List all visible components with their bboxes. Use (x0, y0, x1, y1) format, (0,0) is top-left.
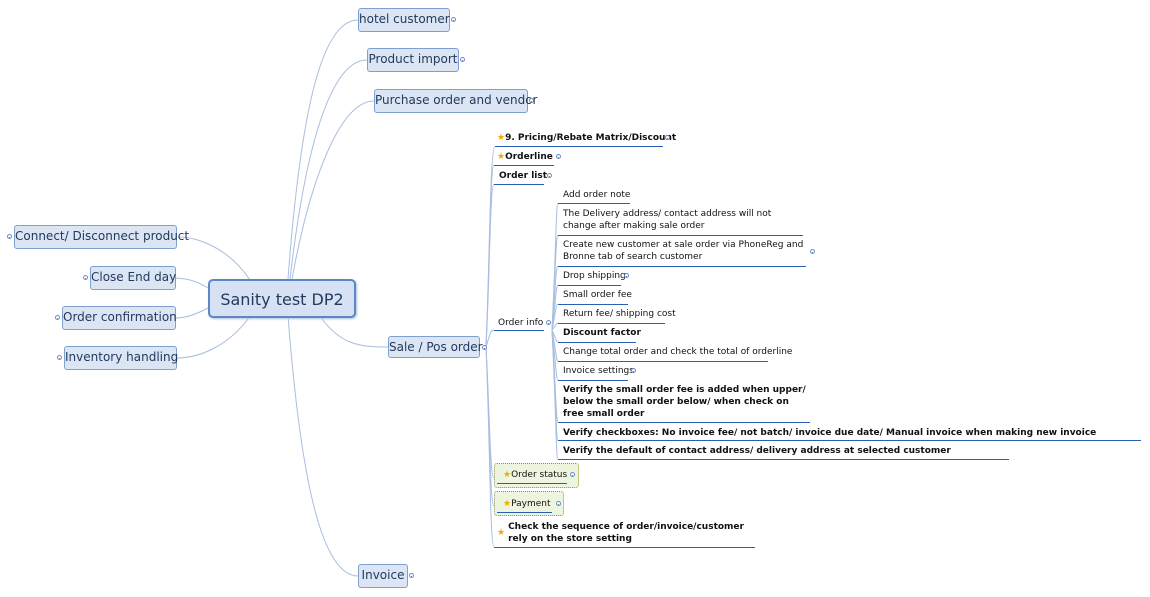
central-topic[interactable]: Sanity test DP2 (208, 279, 356, 318)
underline (558, 323, 665, 324)
subtopic-check-sequence-label: Check the sequence of order/invoice/cust… (508, 522, 744, 544)
star-icon: ★ (503, 499, 512, 509)
order-info-item[interactable]: Small order fee (563, 290, 632, 300)
underline (558, 235, 803, 236)
expand-icon[interactable] (57, 355, 62, 360)
order-info-item[interactable]: Add order note (563, 190, 631, 200)
subtopic-orderline-label: Orderline (505, 152, 553, 162)
expand-icon[interactable] (409, 573, 414, 578)
expand-icon[interactable] (529, 98, 534, 103)
expand-icon[interactable] (556, 154, 561, 159)
underline (558, 342, 636, 343)
topic-connect-disconnect[interactable]: Connect/ Disconnect product (14, 225, 189, 249)
order-info-item[interactable]: Drop shipping (563, 271, 626, 281)
topic-close-end-day[interactable]: Close End day (90, 266, 176, 290)
subtopic-order-status[interactable]: ★Order status (494, 463, 579, 488)
expand-icon[interactable] (55, 315, 60, 320)
underline (494, 330, 544, 331)
expand-icon[interactable] (810, 249, 815, 254)
subtopic-order-status-label: Order status (511, 470, 568, 480)
order-info-item[interactable]: Change total order and check the total o… (563, 347, 793, 357)
underline (494, 165, 554, 166)
subtopic-order-list[interactable]: Order list (499, 171, 548, 181)
underline (494, 184, 544, 185)
topic-invoice[interactable]: Invoice (358, 564, 408, 588)
underline (558, 304, 628, 305)
star-icon: ★ (497, 528, 506, 538)
subtopic-orderline[interactable]: ★Orderline (497, 151, 553, 163)
underline (558, 422, 810, 423)
expand-icon[interactable] (83, 275, 88, 280)
subtopic-check-sequence[interactable]: ★Check the sequence of order/invoice/cus… (497, 521, 752, 545)
order-info-item[interactable]: Invoice settings (563, 366, 634, 376)
subtopic-payment-text: ★Payment (503, 498, 550, 510)
subtopic-pricing[interactable]: ★9. Pricing/Rebate Matrix/Discount (497, 132, 676, 144)
subtopic-order-info[interactable]: Order info (498, 318, 544, 328)
star-icon: ★ (503, 470, 512, 480)
expand-icon[interactable] (451, 17, 456, 22)
expand-icon[interactable] (460, 57, 465, 62)
order-info-item[interactable]: Verify the small order fee is added when… (563, 385, 806, 419)
topic-product-import[interactable]: Product import (367, 48, 459, 72)
underline (497, 483, 567, 484)
star-icon: ★ (497, 152, 506, 162)
expand-icon[interactable] (547, 173, 552, 178)
expand-icon[interactable] (570, 472, 575, 477)
order-info-item[interactable]: Create new customer at sale order via Ph… (563, 240, 804, 262)
expand-icon[interactable] (7, 234, 12, 239)
subtopic-payment[interactable]: ★Payment (494, 491, 564, 516)
order-info-item[interactable]: Return fee/ shipping cost (563, 309, 676, 319)
topic-purchase-order[interactable]: Purchase order and vendor (374, 89, 538, 113)
underline (558, 361, 768, 362)
underline (497, 512, 552, 513)
underline (558, 440, 1141, 441)
collapse-icon[interactable] (546, 320, 551, 325)
topic-inventory-handling[interactable]: Inventory handling (64, 346, 178, 370)
expand-icon[interactable] (556, 501, 561, 506)
order-info-item[interactable]: Verify checkboxes: No invoice fee/ not b… (563, 428, 1097, 438)
subtopic-payment-label: Payment (511, 499, 551, 509)
order-info-item[interactable]: Verify the default of contact address/ d… (563, 446, 951, 456)
underline (558, 203, 630, 204)
subtopic-pricing-label: 9. Pricing/Rebate Matrix/Discount (505, 133, 677, 143)
underline (558, 459, 1009, 460)
order-info-item[interactable]: The Delivery address/ contact address wi… (563, 209, 772, 231)
underline (558, 380, 628, 381)
expand-icon[interactable] (624, 273, 629, 278)
expand-icon[interactable] (665, 135, 670, 140)
underline (558, 285, 621, 286)
underline (495, 146, 663, 147)
order-info-item[interactable]: Discount factor (563, 328, 641, 338)
expand-icon[interactable] (631, 368, 636, 373)
underline (494, 547, 755, 548)
star-icon: ★ (497, 133, 506, 143)
topic-order-confirmation[interactable]: Order confirmation (62, 306, 177, 330)
underline (558, 266, 806, 267)
subtopic-order-status-text: ★Order status (503, 469, 567, 481)
collapse-icon[interactable] (482, 345, 487, 350)
topic-sale-pos-order[interactable]: Sale / Pos order (388, 336, 483, 358)
topic-hotel-customer[interactable]: hotel customer (358, 8, 450, 32)
